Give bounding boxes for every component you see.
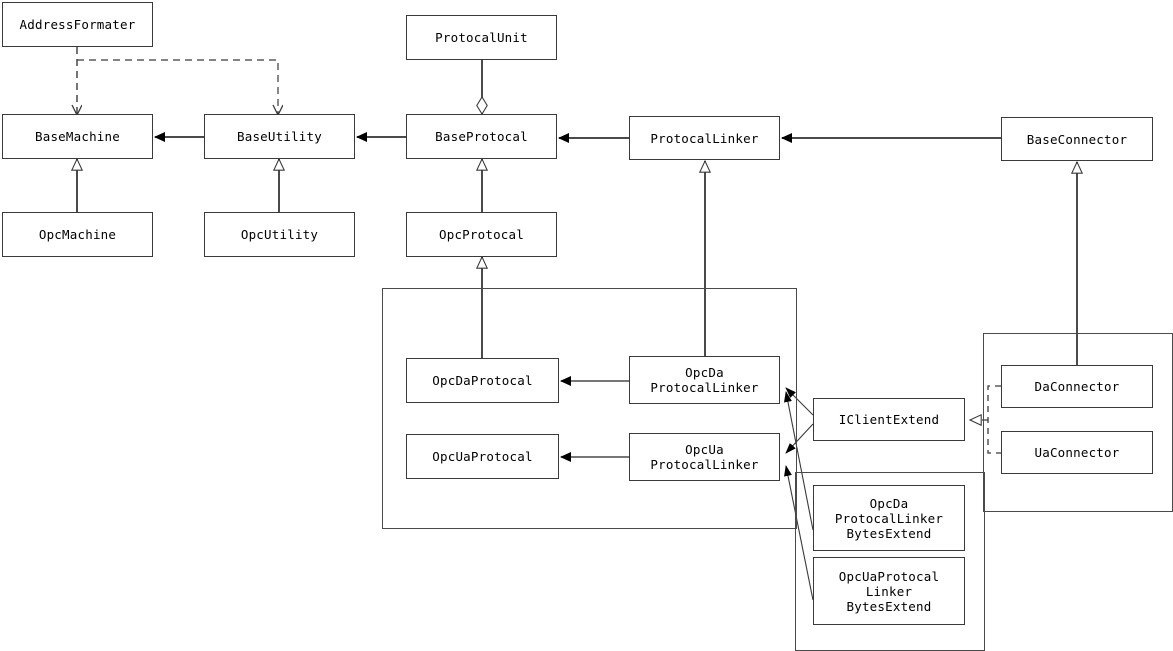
class-label: OpcProtocal — [439, 227, 524, 242]
class-label: OpcUa ProtocalLinker — [650, 442, 759, 472]
class-label: OpcMachine — [38, 227, 117, 242]
class-label: UaConnector — [1034, 445, 1120, 460]
class-box-opc-da-protocal[interactable]: OpcDaProtocal — [406, 358, 559, 403]
class-box-address-formater[interactable]: AddressFormater — [2, 2, 153, 47]
class-box-base-utility[interactable]: BaseUtility — [204, 114, 355, 159]
class-label: BaseMachine — [35, 129, 120, 144]
class-box-base-connector[interactable]: BaseConnector — [1001, 117, 1153, 161]
class-label: OpcDa ProtocalLinker — [650, 365, 759, 395]
class-box-protocal-linker[interactable]: ProtocalLinker — [629, 116, 780, 160]
class-box-opc-ua-protocal-linker[interactable]: OpcUa ProtocalLinker — [629, 433, 780, 481]
class-label: OpcUtility — [240, 227, 319, 242]
group-protocal-implementations — [382, 288, 797, 529]
class-label: OpcDaProtocal — [432, 373, 533, 388]
class-label: AddressFormater — [19, 17, 136, 32]
class-box-opc-utility[interactable]: OpcUtility — [204, 212, 355, 257]
class-label: BaseUtility — [237, 129, 322, 144]
class-box-opc-da-protocal-linker[interactable]: OpcDa ProtocalLinker — [629, 356, 780, 404]
class-label: OpcUaProtocal Linker BytesExtend — [838, 568, 940, 614]
class-box-da-connector[interactable]: DaConnector — [1001, 365, 1153, 408]
class-label: OpcDa ProtocalLinker BytesExtend — [834, 495, 944, 541]
class-box-opc-ua-protocal-linker-bytes-extend[interactable]: OpcUaProtocal Linker BytesExtend — [813, 557, 965, 625]
class-box-opc-machine[interactable]: OpcMachine — [2, 212, 153, 257]
class-box-opc-ua-protocal[interactable]: OpcUaProtocal — [406, 434, 559, 479]
group-connector-implementations — [983, 333, 1173, 512]
class-box-protocal-unit[interactable]: ProtocalUnit — [406, 15, 557, 60]
class-label: OpcUaProtocal — [432, 449, 533, 464]
class-label: IClientExtend — [838, 412, 940, 427]
class-label: ProtocalLinker — [650, 130, 759, 146]
edge-addressformater-to-baseutility — [77, 59, 278, 114]
class-label: DaConnector — [1034, 379, 1120, 394]
class-label: BaseProtocal — [435, 129, 528, 144]
class-box-ua-connector[interactable]: UaConnector — [1001, 431, 1153, 474]
class-box-opc-da-protocal-linker-bytes-extend[interactable]: OpcDa ProtocalLinker BytesExtend — [813, 485, 965, 551]
class-box-base-protocal[interactable]: BaseProtocal — [406, 114, 557, 159]
class-box-opc-protocal[interactable]: OpcProtocal — [406, 212, 557, 257]
class-box-base-machine[interactable]: BaseMachine — [2, 114, 153, 159]
class-label: BaseConnector — [1026, 131, 1128, 147]
class-box-iclient-extend[interactable]: IClientExtend — [813, 398, 965, 441]
class-label: ProtocalUnit — [435, 30, 528, 45]
